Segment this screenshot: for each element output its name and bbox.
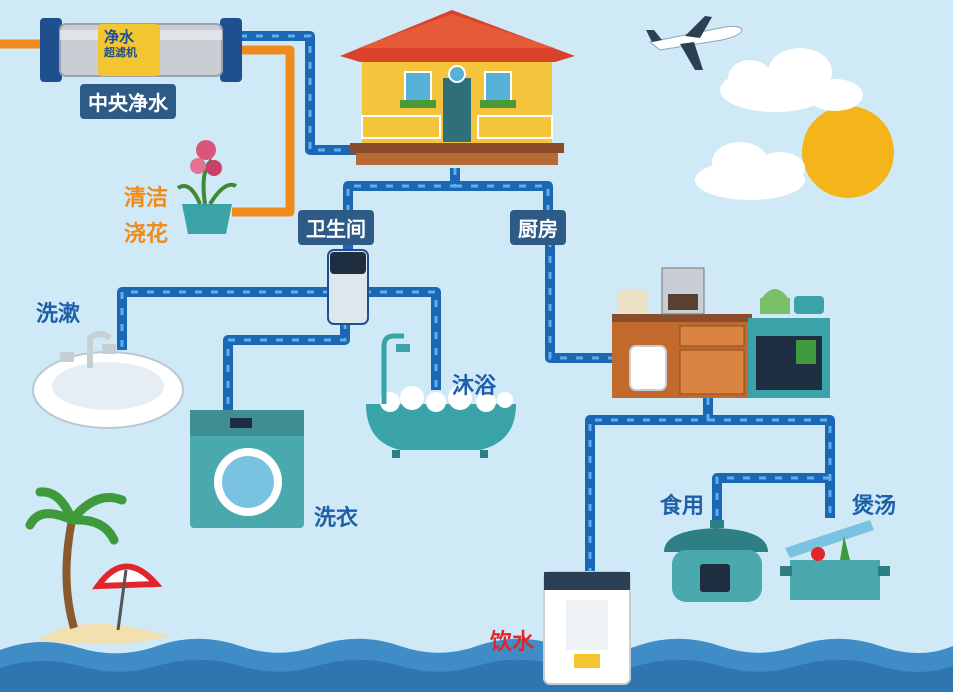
cloud-icon <box>720 48 863 112</box>
bathtub-icon <box>366 333 516 458</box>
soup-label: 煲汤 <box>852 494 897 519</box>
soup-pot-icon <box>780 520 890 600</box>
house-icon <box>340 10 575 165</box>
water-dispenser-icon <box>543 571 631 685</box>
bathroom-label: 卫生间 <box>298 210 374 245</box>
drinking-water-label: 饮水 <box>490 630 535 655</box>
flower-pot-icon <box>176 140 237 234</box>
water-softener-icon <box>327 249 369 325</box>
sun-icon <box>802 106 894 198</box>
sea-waves-front <box>0 659 953 692</box>
kitchen-label: 厨房 <box>510 210 566 245</box>
sink-icon <box>32 331 184 429</box>
laundry-label: 洗衣 <box>314 506 359 531</box>
central-purifier-icon <box>40 18 242 82</box>
rice-cooker-icon <box>664 520 768 602</box>
beach-island-icon <box>25 487 170 645</box>
eating-label: 食用 <box>660 494 705 519</box>
wash-label: 洗漱 <box>36 302 81 327</box>
garden-pipe <box>0 39 295 217</box>
garden-label-clean: 清洁 <box>124 186 169 211</box>
purifier-brand-text: 净水 <box>104 28 135 46</box>
kitchen-cabinet-icon <box>612 267 830 398</box>
water-flow-dashes <box>120 34 832 576</box>
shower-label: 沐浴 <box>452 374 497 399</box>
purifier-model-text: 超滤机 <box>104 46 137 59</box>
cloud-icon <box>695 142 805 200</box>
washing-machine-icon <box>190 410 304 528</box>
airplane-icon <box>646 16 743 70</box>
central-purifier-label: 中央净水 <box>80 84 176 119</box>
garden-label-water-plants: 浇花 <box>124 222 169 247</box>
